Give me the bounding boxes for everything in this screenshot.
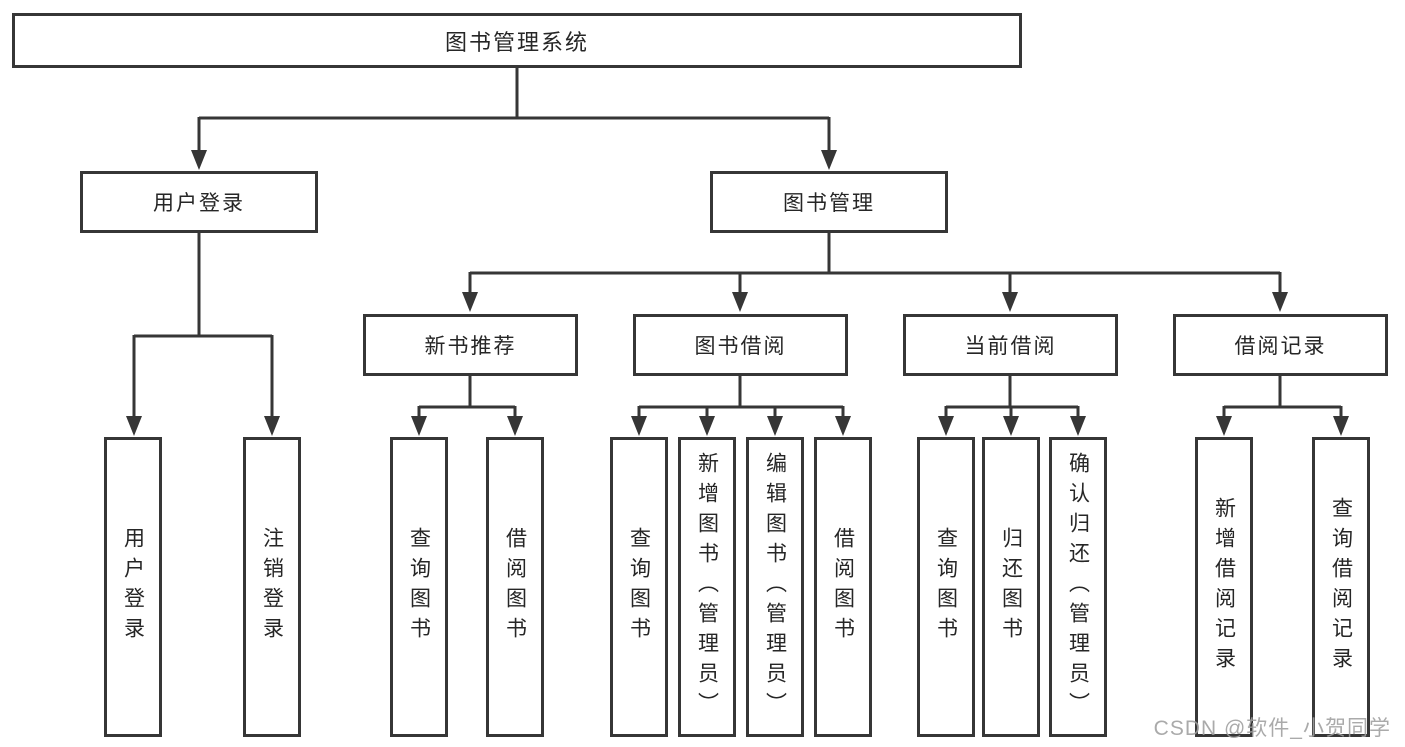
arrowheads bbox=[126, 150, 1349, 436]
node-new-book-recommend: 新书推荐 bbox=[363, 314, 578, 376]
leaf-add-borrow-record: 新增借阅记录 bbox=[1195, 437, 1253, 737]
leaf-borrow-books-recommend: 借阅图书 bbox=[486, 437, 544, 737]
node-label: 图书管理系统 bbox=[444, 29, 589, 55]
leaf-label: 编辑图书（管理员） bbox=[763, 452, 787, 722]
csdn-watermark: CSDN @软件_小贺同学 bbox=[1153, 717, 1391, 740]
leaf-label: 新增图书（管理员） bbox=[695, 452, 719, 722]
node-library-management-system: 图书管理系统 bbox=[12, 13, 1022, 68]
node-book-borrowing: 图书借阅 bbox=[633, 314, 848, 376]
leaf-label: 用户登录 bbox=[121, 527, 145, 647]
node-current-borrowing: 当前借阅 bbox=[903, 314, 1118, 376]
node-book-management: 图书管理 bbox=[710, 171, 948, 233]
leaf-query-books-recommend: 查询图书 bbox=[390, 437, 448, 737]
leaf-logout: 注销登录 bbox=[243, 437, 301, 737]
node-label: 借阅记录 bbox=[1234, 335, 1327, 358]
node-user-login: 用户登录 bbox=[80, 171, 318, 233]
node-label: 图书管理 bbox=[783, 192, 875, 215]
leaf-label: 确认归还（管理员） bbox=[1066, 452, 1090, 722]
leaf-label: 借阅图书 bbox=[831, 527, 855, 647]
leaf-borrow-books-borrowing: 借阅图书 bbox=[814, 437, 872, 737]
node-label: 图书借阅 bbox=[694, 335, 787, 358]
node-borrowing-records: 借阅记录 bbox=[1173, 314, 1388, 376]
node-label: 新书推荐 bbox=[424, 335, 517, 358]
node-label: 当前借阅 bbox=[964, 335, 1057, 358]
leaf-label: 查询图书 bbox=[627, 527, 651, 647]
leaf-label: 查询借阅记录 bbox=[1329, 497, 1353, 677]
leaf-edit-books-admin: 编辑图书（管理员） bbox=[746, 437, 804, 737]
leaf-query-books-borrowing: 查询图书 bbox=[610, 437, 668, 737]
leaf-query-borrow-record: 查询借阅记录 bbox=[1312, 437, 1370, 737]
node-label: 用户登录 bbox=[153, 192, 245, 215]
leaf-label: 注销登录 bbox=[260, 527, 284, 647]
leaf-return-books: 归还图书 bbox=[982, 437, 1040, 737]
leaf-label: 归还图书 bbox=[999, 527, 1023, 647]
leaf-user-login: 用户登录 bbox=[104, 437, 162, 737]
leaf-label: 查询图书 bbox=[934, 527, 958, 647]
leaf-confirm-return-admin: 确认归还（管理员） bbox=[1049, 437, 1107, 737]
leaf-query-books-current: 查询图书 bbox=[917, 437, 975, 737]
leaf-label: 查询图书 bbox=[407, 527, 431, 647]
leaf-label: 新增借阅记录 bbox=[1212, 497, 1236, 677]
leaf-add-books-admin: 新增图书（管理员） bbox=[678, 437, 736, 737]
leaf-label: 借阅图书 bbox=[503, 527, 527, 647]
